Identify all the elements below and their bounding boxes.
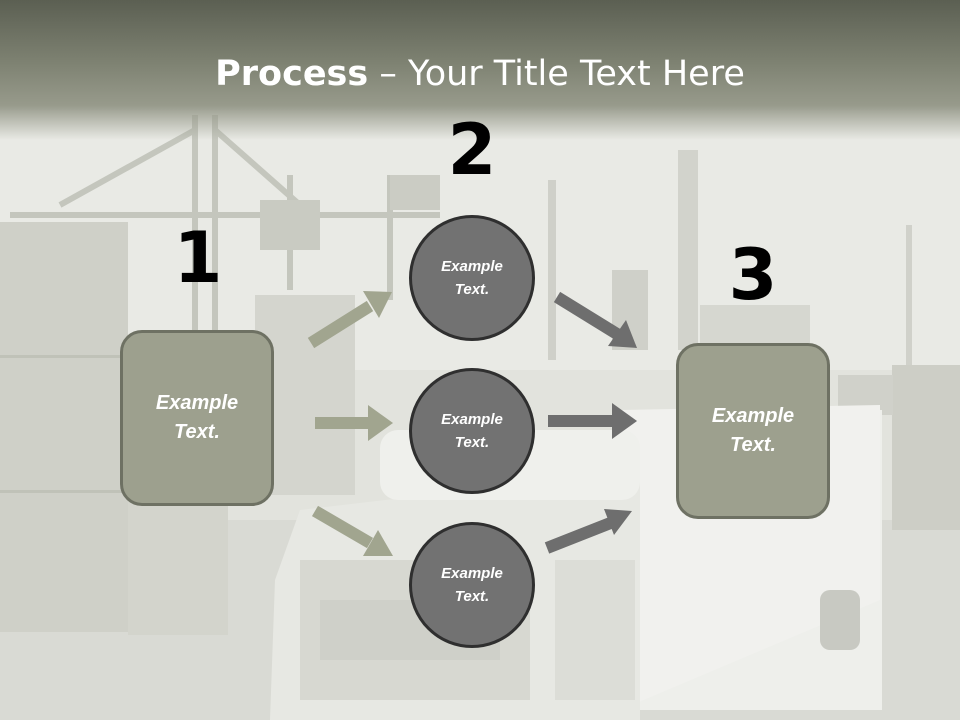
arrow-left-middle [315, 405, 393, 441]
arrow-right-middle [548, 403, 637, 439]
arrow-left-down [311, 505, 393, 556]
step-1-text: Example Text. [155, 392, 239, 443]
step-number-1: 1 [173, 217, 223, 299]
circle-top-text: Example Text. [441, 258, 503, 298]
arrow-right-down [553, 291, 637, 348]
circle-middle-text: Example Text. [441, 411, 503, 451]
step-3-text: Example Text. [711, 405, 795, 456]
circle-bottom: Example Text. [409, 522, 535, 648]
step-3-box: Example Text. [676, 343, 830, 519]
title-bold: Process [215, 54, 369, 94]
step-1-box: Example Text. [120, 330, 274, 506]
slide-title: Process – Your Title Text Here [0, 52, 960, 96]
step-number-2: 2 [447, 109, 497, 191]
header-band [0, 0, 960, 140]
circle-bottom-text: Example Text. [441, 565, 503, 605]
arrow-left-up [307, 291, 392, 349]
circle-middle: Example Text. [409, 368, 535, 494]
arrow-right-up [544, 509, 632, 554]
step-number-3: 3 [728, 234, 778, 316]
title-rest: – Your Title Text Here [368, 54, 745, 94]
circle-top: Example Text. [409, 215, 535, 341]
